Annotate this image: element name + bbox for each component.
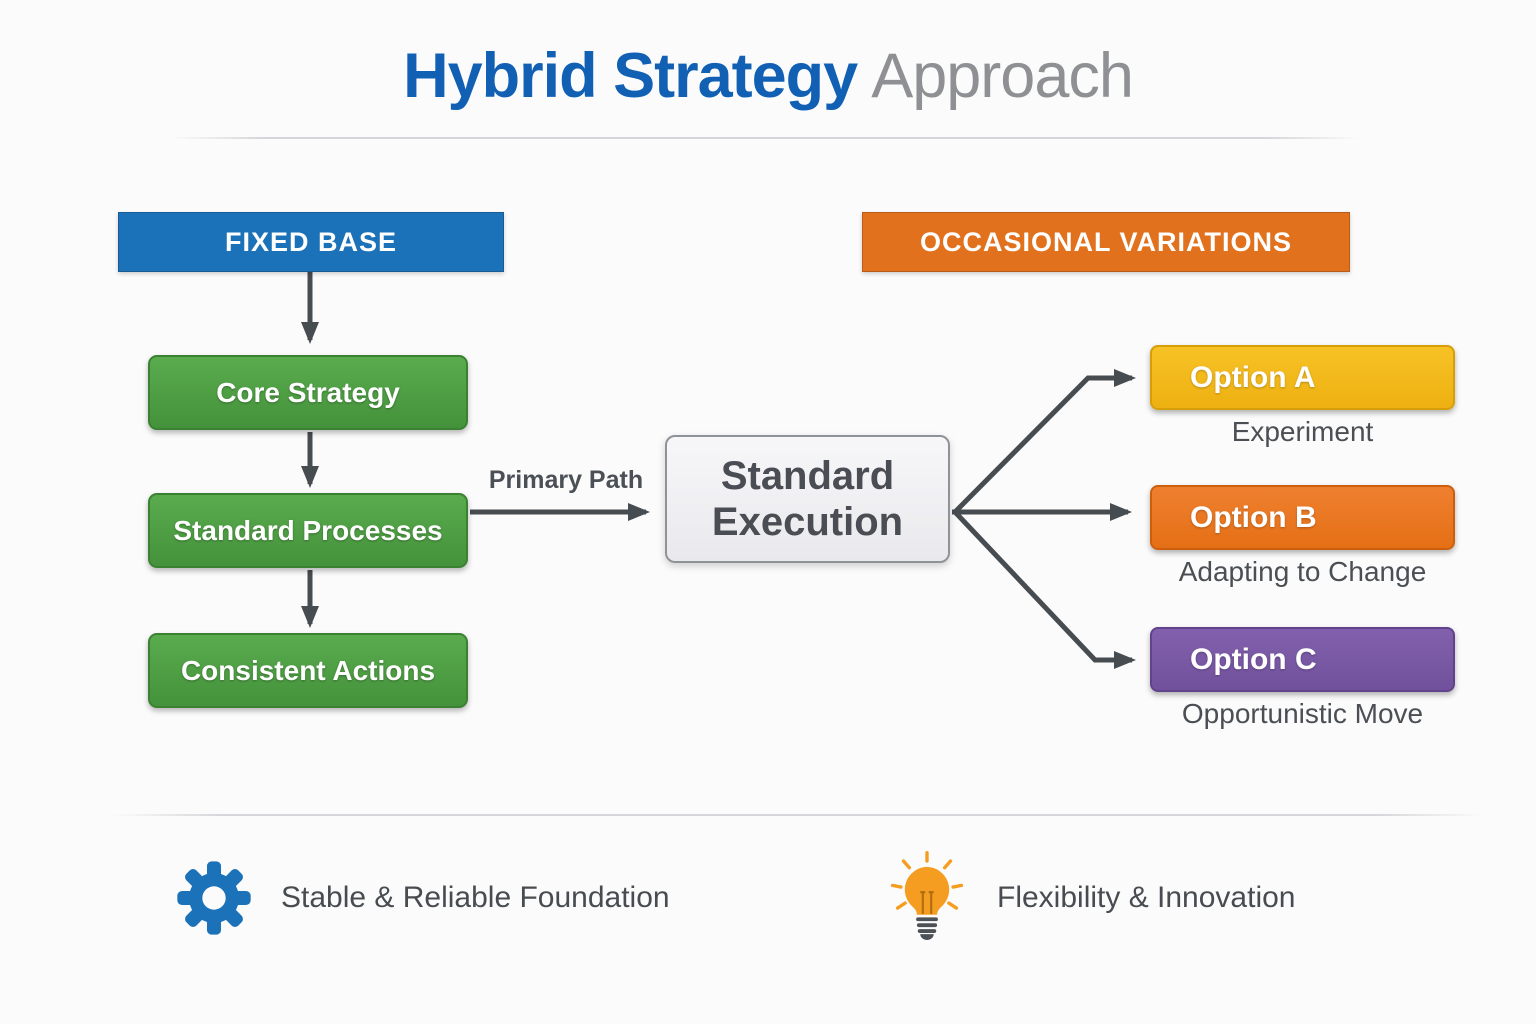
- execution-line2: Execution: [711, 500, 904, 544]
- title-divider: [170, 137, 1360, 139]
- step-box: Consistent Actions: [148, 633, 468, 708]
- step-box: Core Strategy: [148, 355, 468, 430]
- option-caption: Opportunistic Move: [1181, 698, 1424, 729]
- option-caption: Adapting to Change: [1178, 556, 1427, 587]
- option-label: Option A: [1190, 360, 1316, 394]
- step-label: Core Strategy: [216, 376, 400, 408]
- footer-divider: [112, 814, 1484, 816]
- primary-path-label: Primary Path: [488, 466, 644, 494]
- option-label: Option B: [1190, 500, 1317, 534]
- execution-line1: Standard: [720, 454, 895, 498]
- option-label: Option C: [1190, 642, 1317, 676]
- option-group-a: Option A Experiment: [1150, 345, 1455, 447]
- arrow-branch-option-c: [953, 510, 1136, 669]
- option-box: Option B: [1150, 485, 1455, 550]
- legend-label-innovation: Flexibility & Innovation: [997, 881, 1296, 914]
- standard-execution-box: Standard Execution: [665, 435, 950, 563]
- variations-header: OCCASIONAL VARIATIONS: [862, 212, 1350, 272]
- legend-label-foundation: Stable & Reliable Foundation: [281, 881, 670, 914]
- step-box: Standard Processes: [148, 493, 468, 568]
- option-caption: Experiment: [1231, 416, 1374, 447]
- legend-item-innovation: Flexibility & Innovation: [885, 848, 1295, 948]
- legend-item-foundation: Stable & Reliable Foundation: [175, 854, 670, 942]
- arrow-branch-option-a: [953, 369, 1136, 514]
- lightbulb-icon: [890, 850, 964, 940]
- option-box: Option A: [1150, 345, 1455, 410]
- step-label: Standard Processes: [173, 514, 443, 546]
- fixed-base-header: FIXED BASE: [118, 212, 504, 272]
- step-label: Consistent Actions: [180, 654, 436, 686]
- page-title-secondary: Approach: [871, 41, 1134, 111]
- option-box: Option C: [1150, 627, 1455, 692]
- page-title-primary: Hybrid Strategy: [403, 41, 858, 111]
- gear-icon: [177, 861, 251, 935]
